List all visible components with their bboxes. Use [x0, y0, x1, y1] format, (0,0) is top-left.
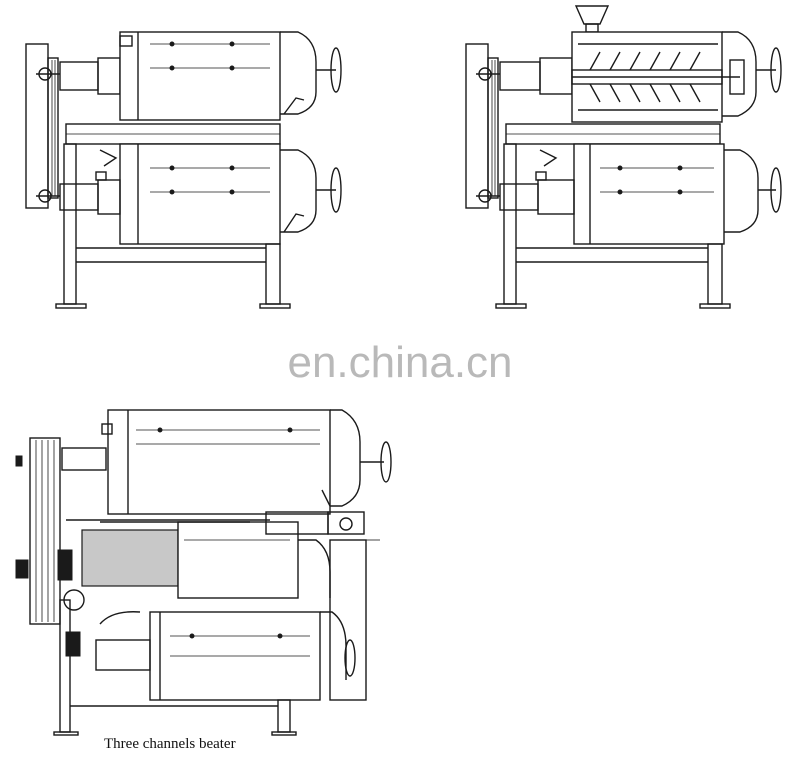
- beater-blades: [589, 51, 701, 103]
- drawing-2: [465, 5, 782, 309]
- drawing-caption: Three channels beater: [104, 736, 236, 752]
- drawing-3: [15, 409, 392, 736]
- drawing-1: [25, 31, 342, 309]
- watermark-text: en.china.cn: [287, 338, 513, 387]
